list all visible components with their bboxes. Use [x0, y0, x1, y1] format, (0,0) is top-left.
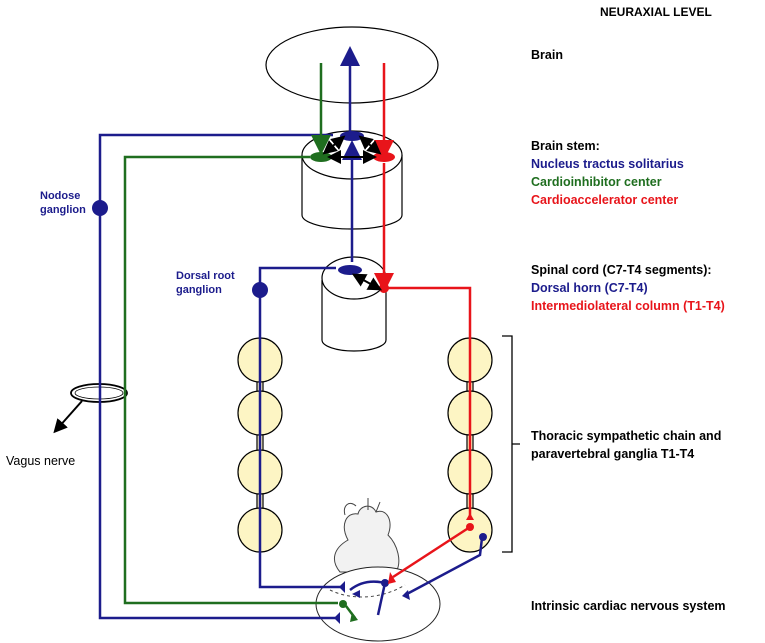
- nts-nucleus: [340, 131, 364, 141]
- cardioinhibitor-nucleus: [310, 152, 332, 162]
- nucleus-interconnections: [322, 135, 383, 291]
- nodose-ganglion-dot: [92, 200, 108, 216]
- dorsal-horn-label: Dorsal horn (C7-T4): [531, 281, 648, 295]
- spinal-cord-title: Spinal cord (C7-T4 segments):: [531, 263, 712, 277]
- blue-afferent-pathways: [98, 46, 484, 620]
- drg-label-2: ganglion: [176, 284, 222, 296]
- drg-label-1: Dorsal root: [176, 270, 235, 282]
- red-sympathetic-efferent: [374, 63, 472, 579]
- dorsal-horn-nucleus: [338, 265, 362, 275]
- nts-label: Nucleus tractus solitarius: [531, 157, 684, 171]
- header-title: NEURAXIAL LEVEL: [600, 5, 712, 19]
- brain-ellipse: [265, 26, 439, 104]
- nodose-label-1: Nodose: [40, 190, 81, 202]
- brain-label: Brain: [531, 48, 563, 62]
- cardioaccelerator-nucleus: [373, 152, 395, 162]
- iml-dot: [379, 283, 389, 293]
- thoracic-bracket: [502, 335, 520, 553]
- heart-sketch: [315, 498, 441, 642]
- vagus-pointer-arrow: [53, 400, 83, 434]
- thoracic-label-1: Thoracic sympathetic chain and: [531, 429, 722, 443]
- drg-dot: [252, 282, 268, 298]
- nodose-label-2: ganglion: [40, 204, 86, 216]
- cardioinhibitor-label: Cardioinhibitor center: [531, 175, 662, 189]
- intrinsic-cardiac-label: Intrinsic cardiac nervous system: [531, 599, 726, 613]
- thoracic-label-2: paravertebral ganglia T1-T4: [531, 447, 695, 461]
- iml-label: Intermediolateral column (T1-T4): [531, 299, 725, 313]
- cardioaccelerator-label: Cardioaccelerator center: [531, 193, 679, 207]
- brainstem-title: Brain stem:: [531, 139, 600, 153]
- vagus-nerve-label: Vagus nerve: [6, 454, 76, 468]
